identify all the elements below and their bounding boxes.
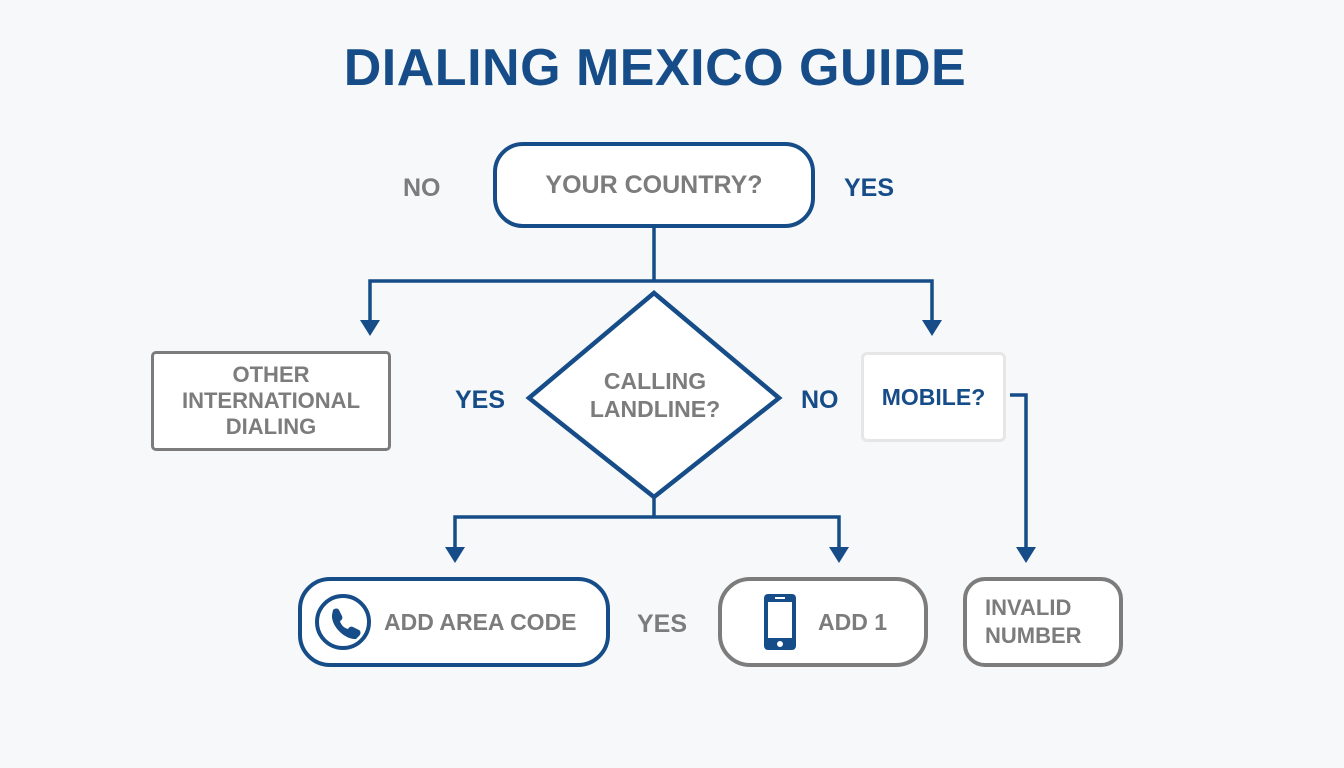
node-label-line: LANDLINE? <box>589 396 721 422</box>
arrowhead <box>829 547 849 563</box>
node-label: MOBILE? <box>881 383 986 410</box>
arrowhead <box>445 547 465 563</box>
page-title: DIALING MEXICO GUIDE <box>343 39 967 97</box>
node-calling-landline[interactable]: CALLING LANDLINE? <box>560 367 750 423</box>
node-label-line: DIALING <box>225 414 317 439</box>
node-label-line: NUMBER <box>985 623 1082 648</box>
node-label-line: OTHER <box>232 362 310 387</box>
node-label-line: CALLING <box>603 368 707 394</box>
arrowhead <box>1016 547 1036 563</box>
node-your-country[interactable]: YOUR COUNTRY? <box>493 142 815 228</box>
node-label-line: INVALID <box>985 595 1072 620</box>
node-label: ADD AREA CODE <box>384 608 577 635</box>
node-label: YOUR COUNTRY? <box>545 170 763 199</box>
mobile-phone-icon <box>762 592 798 652</box>
edge-label-yes: YES <box>637 610 688 638</box>
edge-label-no: NO <box>801 386 839 414</box>
edge-label-no: NO <box>403 174 441 202</box>
arrowhead <box>360 320 380 336</box>
node-other-international-dialing[interactable]: OTHER INTERNATIONAL DIALING <box>151 351 391 451</box>
node-mobile[interactable]: MOBILE? <box>861 352 1006 442</box>
node-add-area-code[interactable]: ADD AREA CODE <box>298 577 610 667</box>
phone-icon <box>314 593 372 651</box>
arrowhead <box>922 320 942 336</box>
decision-diamond <box>525 290 783 500</box>
node-add-1[interactable]: ADD 1 <box>718 577 928 667</box>
node-label: ADD 1 <box>818 608 888 635</box>
node-label-line: INTERNATIONAL <box>181 388 361 413</box>
edge-label-yes: YES <box>455 386 506 414</box>
node-invalid-number[interactable]: INVALID NUMBER <box>963 577 1123 667</box>
edge-label-yes: YES <box>844 174 895 202</box>
